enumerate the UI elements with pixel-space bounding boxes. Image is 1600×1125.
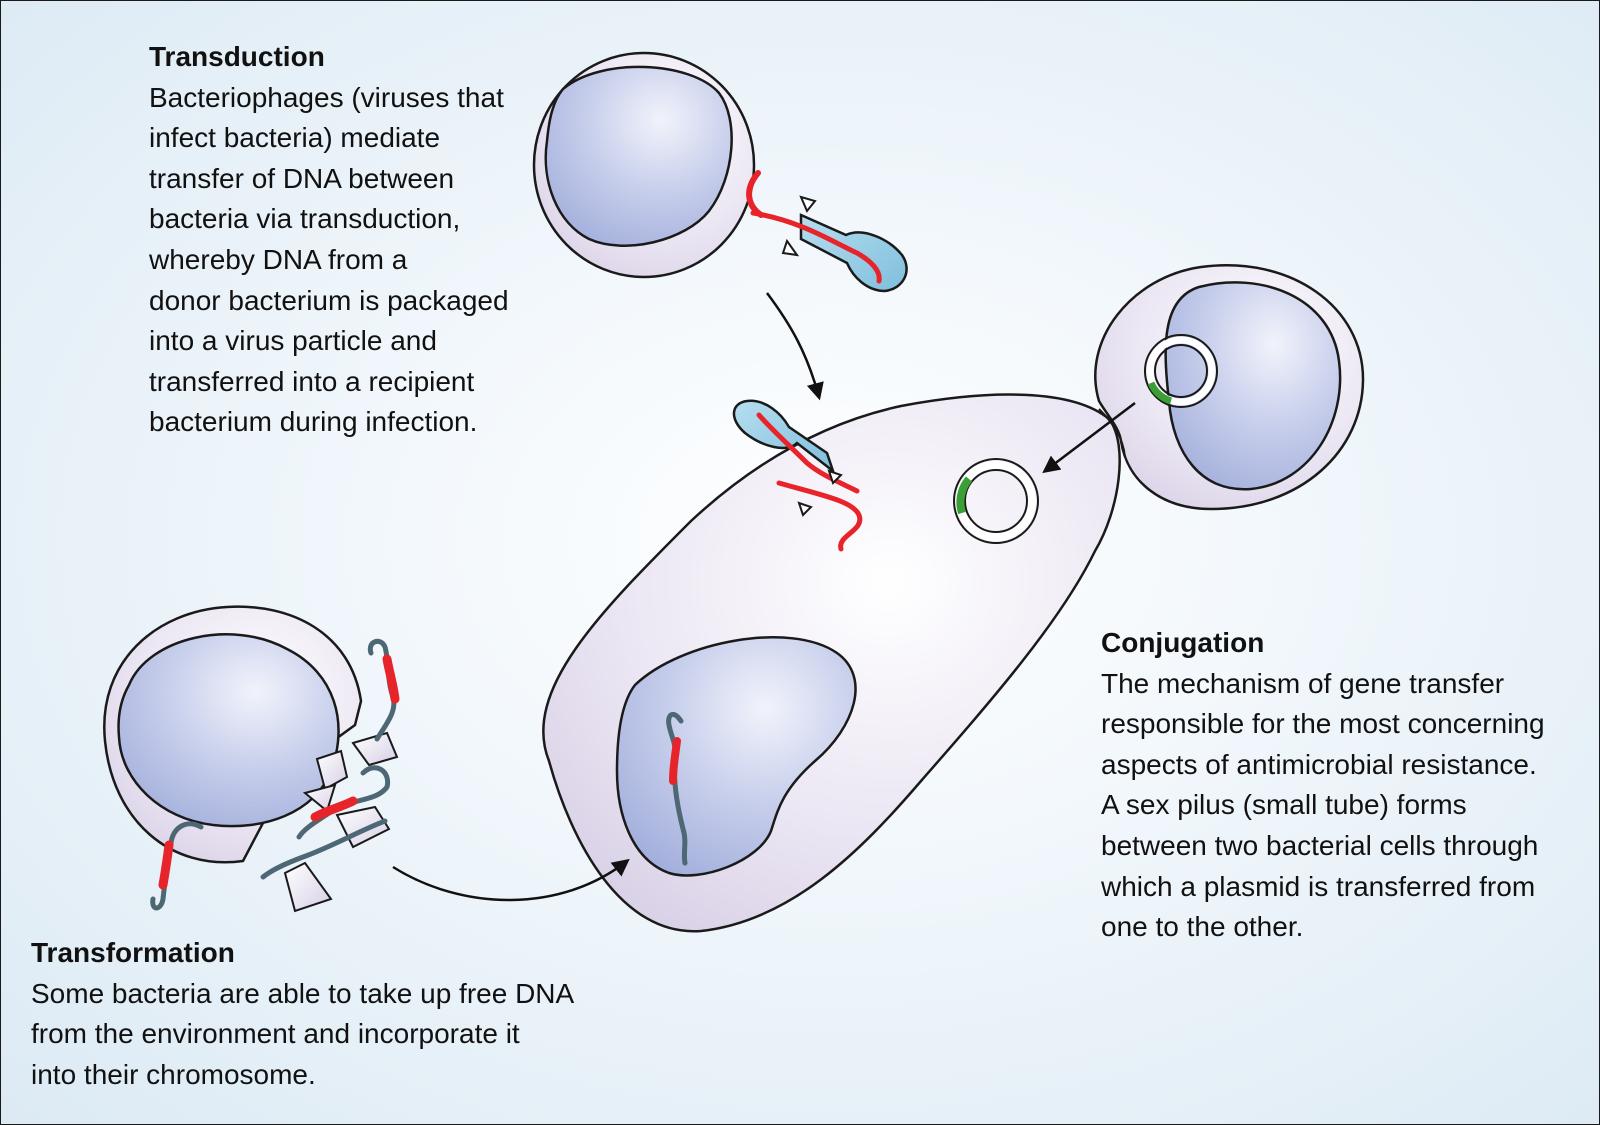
cell-wall-fragment	[351, 731, 399, 767]
injected-dna	[776, 480, 863, 552]
caption-line: from the environment and incorporate it	[31, 1018, 520, 1050]
caption-line: donor bacterium is packaged	[149, 284, 509, 316]
caption-line: bacterium during infection.	[149, 406, 478, 438]
cell-wall-fragment	[302, 783, 337, 813]
caption-line: A sex pilus (small tube) forms	[1101, 789, 1467, 821]
phage-tail-fiber	[799, 195, 817, 213]
plasmid-ring-outer	[953, 458, 1039, 544]
free-dna-fragment	[296, 765, 391, 840]
plasmid-resistance-gene	[1147, 381, 1173, 405]
caption-line: transferred into a recipient	[149, 365, 475, 397]
caption-line: infect bacteria) mediate	[149, 122, 441, 154]
caption-line: into their chromosome.	[31, 1058, 316, 1090]
caption-line: transfer of DNA between	[149, 162, 455, 194]
caption-line: whereby DNA from a	[149, 243, 408, 275]
caption-line: Bacteriophages (viruses that	[149, 81, 504, 113]
plasmid-ring-inner	[1154, 344, 1208, 398]
transduction-heading: Transduction	[149, 41, 325, 72]
bacteriophage-recipient	[732, 399, 860, 517]
free-dna-fragment	[260, 818, 388, 880]
caption-line: The mechanism of gene transfer	[1101, 667, 1505, 699]
transformation-heading: Transformation	[31, 937, 235, 968]
conjugation-heading: Conjugation	[1101, 627, 1265, 658]
sex-pilus	[1098, 408, 1126, 458]
recipient-nucleoid	[615, 636, 857, 877]
lysed-nucleoid	[117, 633, 340, 828]
free-dna-fragment	[382, 654, 400, 704]
caption-line: aspects of antimicrobial resistance.	[1101, 748, 1537, 780]
bacteriophage-top	[750, 195, 908, 293]
dna-strand-red	[756, 412, 860, 494]
free-dna-fragment	[310, 796, 358, 822]
free-dna-fragment	[158, 840, 174, 890]
recipient-bacterium	[542, 393, 1121, 933]
donor-nucleoid-top	[544, 65, 733, 247]
donor-bacterium-right	[1094, 264, 1365, 511]
transformation-caption: Transformation Some bacteria are able to…	[31, 933, 611, 1095]
cell-wall-fragment	[315, 749, 349, 791]
transduction-arrow	[765, 292, 824, 401]
dna-strand-red	[746, 170, 764, 218]
caption-line: between two bacterial cells through	[1101, 829, 1539, 861]
cell-wall-fragment	[283, 861, 333, 913]
donor-bacterium-top	[532, 51, 764, 279]
plasmid-resistance-gene	[956, 476, 973, 515]
plasmid-ring-inner	[964, 469, 1028, 533]
phage-tail-fiber	[827, 469, 843, 485]
dna-strand-red	[750, 210, 882, 284]
conjugation-caption: Conjugation The mechanism of gene transf…	[1101, 623, 1581, 948]
caption-line: bacteria via transduction,	[149, 203, 461, 235]
conjugation-arrow	[1042, 402, 1136, 474]
transformation-arrow	[392, 858, 630, 902]
caption-line: into a virus particle and	[149, 325, 437, 357]
transduction-caption: Transduction Bacteriophages (viruses tha…	[149, 37, 549, 443]
plasmid-ring-outer	[1144, 334, 1218, 408]
caption-line: responsible for the most concerning	[1101, 708, 1545, 740]
plasmid	[1146, 336, 1216, 406]
caption-line: one to the other.	[1101, 911, 1304, 943]
donor-nucleoid-right	[1164, 281, 1342, 491]
caption-line: Some bacteria are able to take up free D…	[31, 977, 575, 1009]
free-dna	[150, 638, 400, 911]
integrated-dna-segment	[669, 737, 681, 785]
caption-line: which a plasmid is transferred from	[1101, 870, 1536, 902]
phage-tail-fiber	[781, 238, 800, 257]
lysed-bacterium	[103, 605, 363, 864]
phage-tail-fiber	[797, 501, 813, 517]
